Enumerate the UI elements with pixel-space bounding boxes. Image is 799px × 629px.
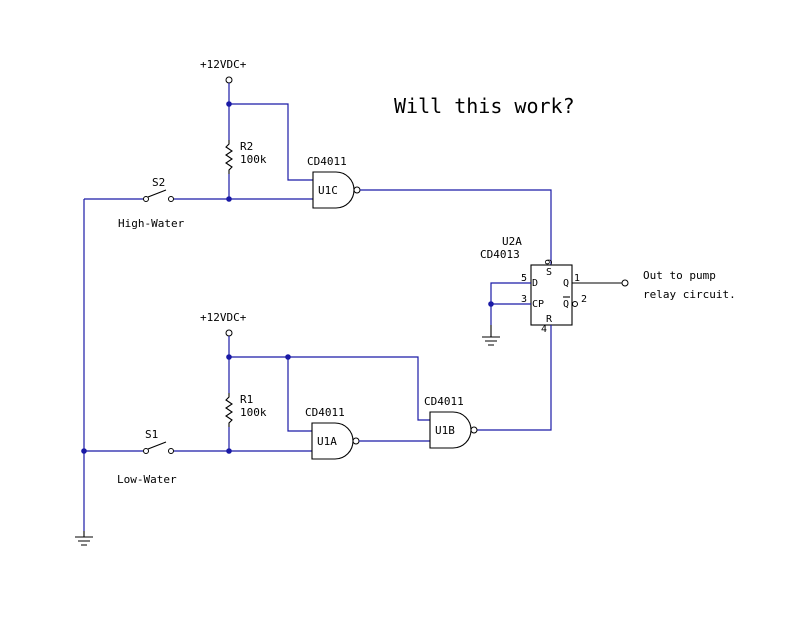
- u1a-body: [311, 422, 354, 460]
- output-terminal: [621, 279, 629, 287]
- u1c-ref: U1C: [318, 184, 338, 197]
- wire-u1c-input-a: [229, 103, 313, 181]
- resistor-r2: R2 100k: [225, 140, 267, 174]
- output-label-line2: relay circuit.: [643, 288, 736, 301]
- r2-ref: R2: [240, 140, 253, 153]
- switch-s2: S2 High-Water: [118, 176, 185, 230]
- junction-r2-top: [226, 101, 232, 107]
- ground-main-symbol: [75, 531, 93, 546]
- s1-ref: S1: [145, 428, 158, 441]
- supply-terminal-top: [225, 76, 233, 84]
- s1-contact-left: [143, 448, 149, 454]
- gate-u1a: CD4011 U1A: [305, 406, 360, 460]
- junction-cp: [488, 301, 494, 307]
- u2a-part: CD4013: [480, 248, 520, 261]
- switch-s1: S1 Low-Water: [117, 428, 177, 486]
- supply-terminal-bottom: [225, 329, 233, 337]
- output-label-line1: Out to pump: [643, 269, 716, 282]
- u1a-part: CD4011: [305, 406, 345, 419]
- wire-u1c-to-set: [360, 189, 552, 265]
- junction-r2-bottom: [226, 196, 232, 202]
- resistor-r2-symbol: [225, 140, 233, 174]
- wire-u1a-input-a: [287, 357, 312, 432]
- s1-contact-right: [168, 448, 174, 454]
- pin-1-number: 1: [574, 273, 580, 284]
- gate-u1b: CD4011 U1B: [424, 395, 478, 449]
- ground-ff: [482, 325, 500, 346]
- s2-caption: High-Water: [118, 217, 185, 230]
- u1b-ref: U1B: [435, 424, 455, 437]
- diagram-title: Will this work?: [394, 94, 575, 118]
- pin-d-label: D: [532, 278, 538, 289]
- u1a-ref: U1A: [317, 435, 337, 448]
- u1b-bubble: [470, 426, 478, 434]
- supply-label-top: +12VDC+: [200, 58, 247, 71]
- u1c-body: [312, 171, 355, 209]
- ground-ff-symbol: [482, 325, 500, 346]
- u1c-part: CD4011: [307, 155, 347, 168]
- resistor-r1: R1 100k: [225, 393, 267, 427]
- pin-2-number: 2: [581, 294, 587, 305]
- s1-caption: Low-Water: [117, 473, 177, 486]
- qbar-bubble: [572, 301, 578, 307]
- s2-contact-left: [143, 196, 149, 202]
- u1c-bubble: [353, 186, 361, 194]
- junction-r1-bottom: [226, 448, 232, 454]
- s1-lever: [147, 441, 167, 450]
- junction-r1-top: [226, 354, 232, 360]
- s2-lever: [147, 189, 167, 198]
- u1b-part: CD4011: [424, 395, 464, 408]
- flipflop-u2a: U2A CD4013 D CP Q Q S R 5 3 1 2 6 4: [480, 235, 587, 335]
- supply-label-bottom: +12VDC+: [200, 311, 247, 324]
- u1b-body: [429, 411, 472, 449]
- r1-value: 100k: [240, 406, 267, 419]
- wire-u1b-to-reset: [474, 325, 552, 431]
- pin-3-number: 3: [521, 294, 527, 305]
- resistor-r1-symbol: [225, 393, 233, 427]
- pin-r-label: R: [546, 314, 553, 325]
- top-supply: +12VDC+: [200, 58, 247, 84]
- r1-ref: R1: [240, 393, 253, 406]
- wire-u1b-input-a: [229, 356, 430, 421]
- wire-d-pin: [490, 282, 531, 325]
- pin-6-number: 6: [542, 259, 553, 265]
- s2-ref: S2: [152, 176, 165, 189]
- bottom-supply: +12VDC+: [200, 311, 247, 337]
- pin-s-label: S: [546, 267, 552, 278]
- u1a-bubble: [352, 437, 360, 445]
- pin-cp-label: CP: [532, 299, 544, 310]
- pin-q-label: Q: [563, 278, 569, 289]
- pin-qbar-label: Q: [563, 299, 569, 310]
- ground-main: [75, 531, 93, 546]
- pin-5-number: 5: [521, 273, 527, 284]
- junction-u1a-supply: [285, 354, 291, 360]
- s2-contact-right: [168, 196, 174, 202]
- junction-common-s1: [81, 448, 87, 454]
- pin-4-number: 4: [541, 324, 547, 335]
- u2a-ref: U2A: [502, 235, 522, 248]
- gate-u1c: CD4011 U1C: [307, 155, 361, 209]
- r2-value: 100k: [240, 153, 267, 166]
